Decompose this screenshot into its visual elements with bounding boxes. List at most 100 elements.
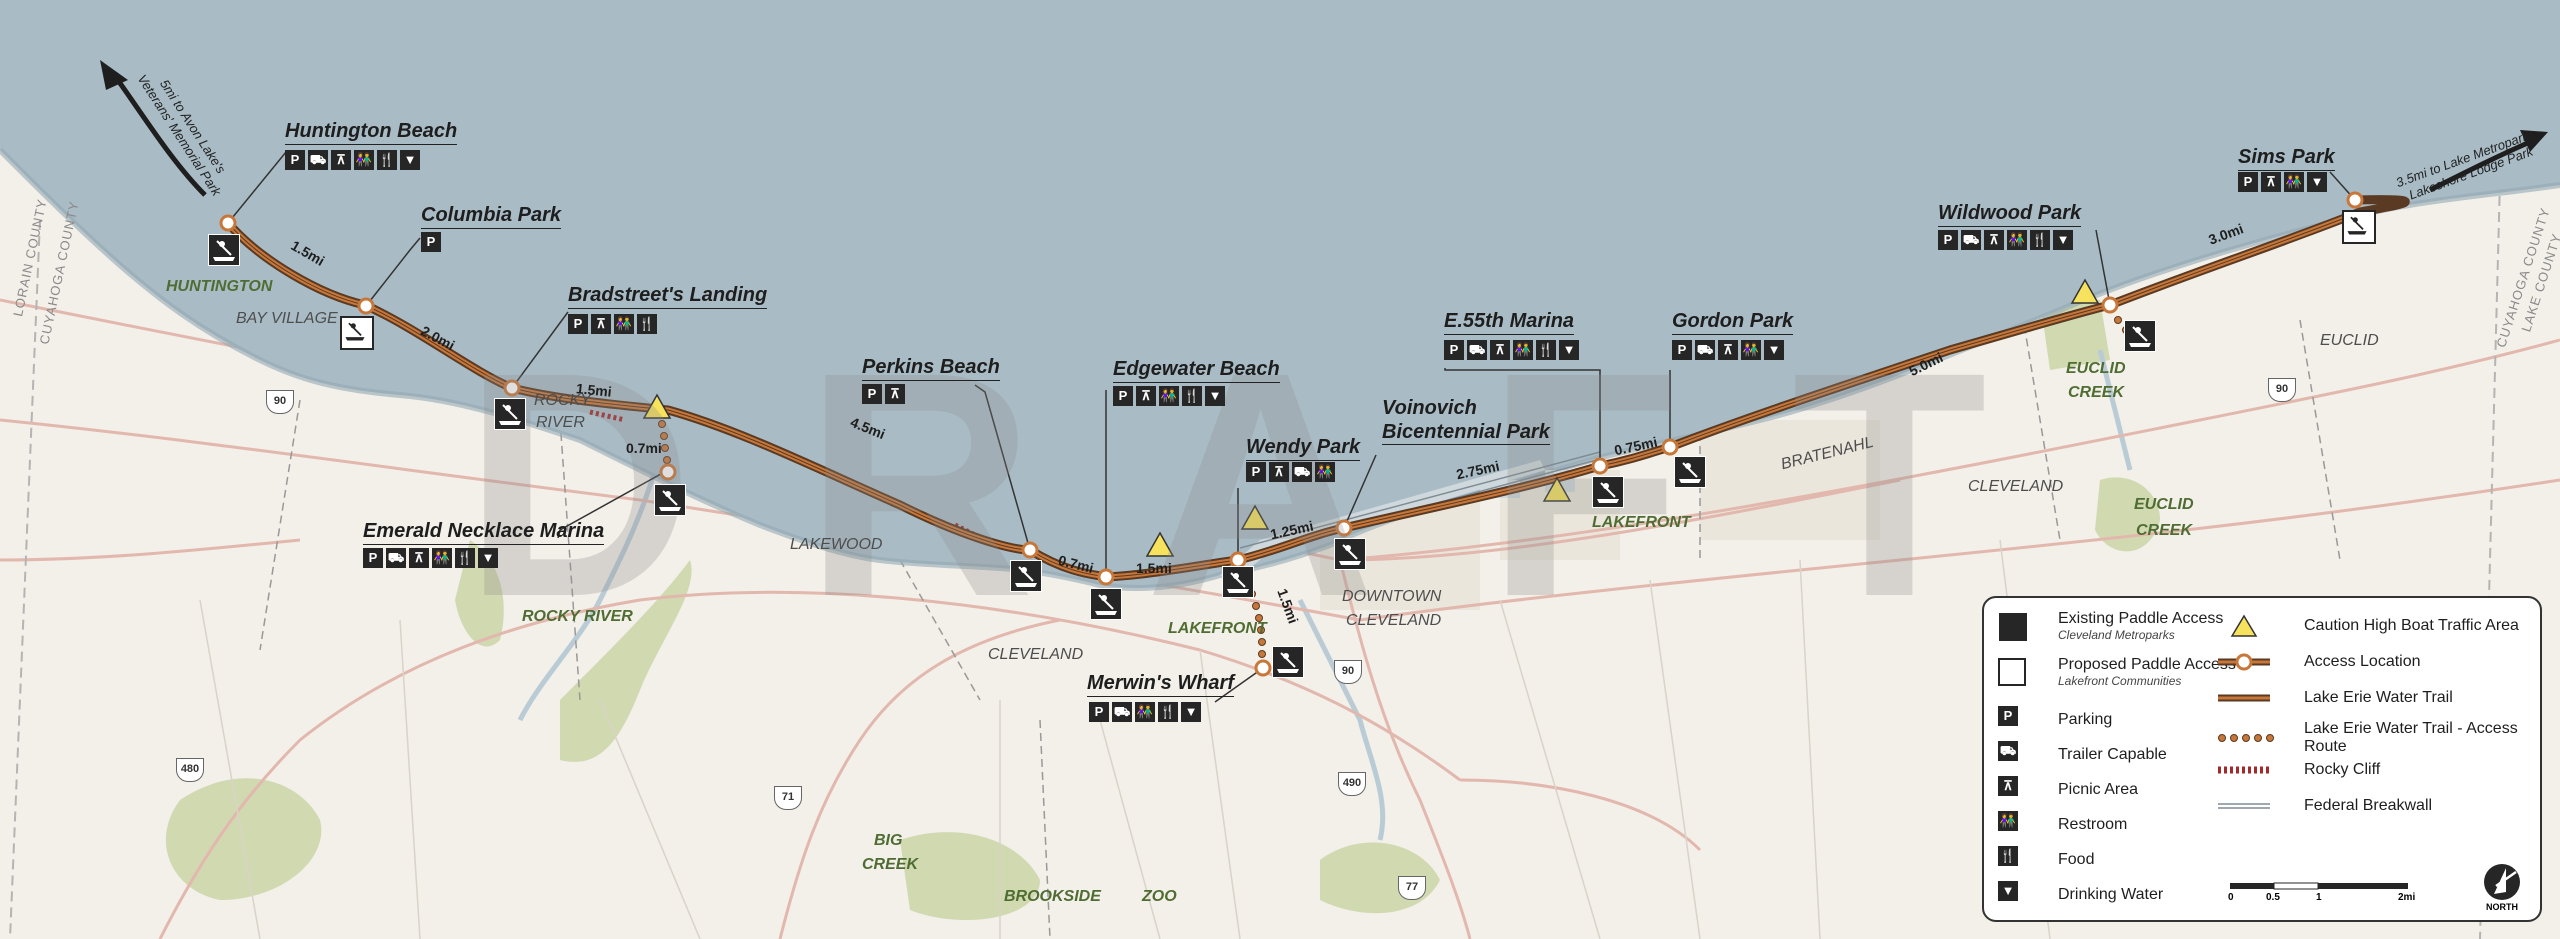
highway-shield-90-east: 90	[2268, 378, 2296, 402]
picnic-icon: ⊼	[331, 150, 351, 170]
P-icon: P	[2238, 172, 2258, 192]
picnic-icon: ⊼	[591, 314, 611, 334]
restroom-icon: 👫	[1741, 340, 1761, 360]
site-label-e55th-marina[interactable]: E.55th Marina	[1444, 310, 1575, 335]
proposed-paddle-access-icon[interactable]	[340, 316, 374, 350]
site-label-sims-park[interactable]: Sims Park	[2238, 146, 2335, 171]
site-label-edgewater-beach[interactable]: Edgewater Beach	[1113, 358, 1280, 383]
trailer-icon: ⛟	[308, 150, 328, 170]
rivers	[517, 349, 2133, 841]
trailer-icon: ⛟	[1292, 462, 1312, 482]
legend-trailer: ⛟ Trailer Capable	[1998, 741, 2167, 763]
water-icon: ▼	[2307, 172, 2327, 192]
legend-trail: Lake Erie Water Trail	[2214, 684, 2453, 712]
lake-erie	[0, 0, 2560, 588]
site-label-bradstreets-landing[interactable]: Bradstreet's Landing	[568, 284, 768, 309]
paddle-access-icon[interactable]	[1090, 588, 1122, 620]
highway-shield-90-west: 90	[266, 390, 294, 414]
restroom-icon: 👫	[1513, 340, 1533, 360]
paddle-access-icon[interactable]	[1272, 646, 1304, 678]
amenities-emerald-necklace-marina: P⛟⊼👫🍴▼	[363, 548, 498, 568]
highway-shield-90-downtown: 90	[1334, 660, 1362, 684]
site-label-wildwood-park[interactable]: Wildwood Park	[1938, 202, 2082, 227]
food-icon: 🍴	[1182, 386, 1202, 406]
food-icon: 🍴	[377, 150, 397, 170]
picnic-icon: ⊼	[1490, 340, 1510, 360]
amenities-merwins-wharf: P⛟👫🍴▼	[1089, 702, 1201, 722]
place-rocky-river-2: RIVER	[536, 414, 585, 431]
legend-cliff: Rocky Cliff	[2214, 756, 2380, 784]
caution-triangles	[642, 278, 2100, 557]
paddle-access-icon[interactable]	[1334, 538, 1366, 570]
food-icon: 🍴	[1158, 702, 1178, 722]
access-route-icon	[2214, 724, 2304, 752]
paddle-access-icon[interactable]	[1592, 476, 1624, 508]
site-label-huntington-beach[interactable]: Huntington Beach	[285, 120, 458, 145]
place-big-creek-1: BIG	[874, 832, 903, 849]
site-label-wendy-park[interactable]: Wendy Park	[1246, 436, 1361, 461]
distance-label: 1.5mi	[1136, 560, 1172, 576]
restroom-icon: 👫	[1135, 702, 1155, 722]
P-icon: P	[363, 548, 383, 568]
site-label-voinovich-park[interactable]: Voinovich Bicentennial Park	[1382, 397, 1550, 445]
place-euclid-creek-2b: CREEK	[2136, 522, 2193, 539]
P-icon: P	[1089, 702, 1109, 722]
restroom-icon: 👫	[432, 548, 452, 568]
amenities-gordon-park: P⛟⊼👫▼	[1672, 340, 1784, 360]
paddle-access-icon[interactable]	[2124, 320, 2156, 352]
site-label-emerald-necklace-marina[interactable]: Emerald Necklace Marina	[363, 520, 605, 545]
paddle-access-icon[interactable]	[1222, 566, 1254, 598]
trailer-icon: ⛟	[1112, 702, 1132, 722]
highway-shield-77: 77	[1398, 876, 1426, 900]
distance-label: 0.7mi	[626, 440, 662, 456]
paddle-access-icon[interactable]	[494, 398, 526, 430]
site-label-merwins-wharf[interactable]: Merwin's Wharf	[1087, 672, 1234, 697]
food-icon: 🍴	[1998, 846, 2018, 866]
paddle-access-icon[interactable]	[1674, 456, 1706, 488]
paddle-access-icon[interactable]	[208, 234, 240, 266]
drinking-water-icon: ▼	[1998, 881, 2018, 901]
scale-bar: 0 0.5 1 2mi	[2228, 880, 2418, 910]
place-euclid: EUCLID	[2320, 332, 2379, 349]
food-icon: 🍴	[455, 548, 475, 568]
P-icon: P	[285, 150, 305, 170]
P-icon: P	[1938, 230, 1958, 250]
paddle-access-icon[interactable]	[1010, 560, 1042, 592]
site-label-gordon-park[interactable]: Gordon Park	[1672, 310, 1794, 335]
place-zoo: ZOO	[1142, 888, 1177, 905]
site-label-columbia-park[interactable]: Columbia Park	[421, 204, 562, 229]
place-lakewood: LAKEWOOD	[790, 536, 883, 553]
P-icon: P	[568, 314, 588, 334]
amenities-huntington-beach: P⛟⊼👫🍴▼	[285, 150, 420, 170]
place-bay-village: BAY VILLAGE	[236, 310, 338, 327]
picnic-icon: ⊼	[1998, 776, 2018, 796]
water-icon: ▼	[478, 548, 498, 568]
water-icon: ▼	[2053, 230, 2073, 250]
place-cleveland-west: CLEVELAND	[988, 646, 1084, 663]
legend-caution: Caution High Boat Traffic Area	[2214, 612, 2519, 640]
legend-breakwall: Federal Breakwall	[2214, 792, 2432, 820]
place-huntington: HUNTINGTON	[166, 278, 273, 295]
P-icon: P	[1246, 462, 1266, 482]
place-euclid-creek-2a: EUCLID	[2134, 496, 2194, 513]
P-icon: P	[1113, 386, 1133, 406]
place-lakefront-west: LAKEFRONT	[1168, 620, 1267, 637]
P-icon: P	[421, 232, 441, 252]
highway-shield-490: 490	[1338, 772, 1366, 796]
highway-shield-480: 480	[176, 758, 204, 782]
water-icon: ▼	[1181, 702, 1201, 722]
proposed-paddle-access-icon[interactable]	[2342, 210, 2376, 244]
paddle-access-icon[interactable]	[654, 484, 686, 516]
restroom-icon: 👫	[1315, 462, 1335, 482]
site-label-perkins-beach[interactable]: Perkins Beach	[862, 356, 1000, 381]
legend-route: Lake Erie Water Trail - Access Route	[2214, 720, 2540, 756]
water-trail-icon	[2214, 684, 2304, 712]
place-downtown-2: CLEVELAND	[1346, 612, 1442, 629]
rocky-cliff-icon	[2214, 756, 2304, 784]
legend-parking: P Parking	[1998, 706, 2112, 734]
west-arrow	[109, 70, 207, 197]
amenities-bradstreets-landing: P⊼👫🍴	[568, 314, 657, 334]
